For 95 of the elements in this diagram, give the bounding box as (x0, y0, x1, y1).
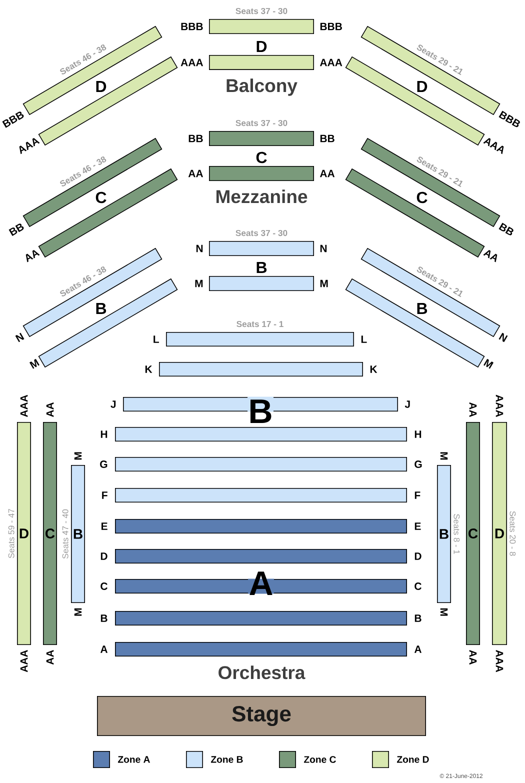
row-label: AA (46, 650, 54, 665)
row-label: A (414, 646, 422, 653)
row-label: AAA (320, 58, 342, 66)
seat-row: D (17, 422, 31, 645)
row-label: D (414, 552, 422, 560)
section-letter: B (256, 262, 267, 273)
row-label: AAA (180, 58, 203, 66)
row-label: BBB (181, 22, 203, 30)
row-label: D (100, 552, 108, 560)
row-label: M (320, 280, 328, 288)
row-label: G (100, 460, 108, 468)
row-label: C (414, 582, 422, 590)
row-label: M (30, 358, 40, 369)
section-letter: D (256, 40, 267, 52)
row-label: B (414, 614, 422, 622)
seat-range-label: Seats 37 - 30 (236, 8, 288, 14)
section-letter: A (248, 572, 274, 595)
row-label: M (74, 608, 82, 616)
row-label: J (110, 400, 116, 408)
row-label: AAA (20, 650, 28, 672)
legend-label: Zone B (210, 756, 243, 763)
stage-box: Stage (97, 696, 426, 736)
row-label: G (414, 460, 422, 468)
seat-row: B (71, 465, 85, 603)
row-label: AA (46, 402, 54, 418)
row-label: M (440, 452, 448, 460)
row-label: AAA (483, 138, 504, 154)
section-name: Mezzanine (216, 190, 308, 204)
legend-label: Zone A (118, 756, 150, 763)
seat-range-label: Seats 46 - 38 (60, 266, 106, 296)
seat-row: D (492, 422, 507, 645)
row-label: N (498, 332, 508, 342)
row-label: N (196, 244, 203, 252)
seat-range-label: Seats 17 - 1 (236, 320, 284, 328)
section-letter: C (256, 152, 267, 164)
section-name: Orchestra (218, 666, 306, 680)
row-label: L (154, 336, 159, 343)
row-label: J (404, 400, 410, 408)
section-letter: B (96, 302, 106, 314)
seat-range-label: Seats 59 - 47 (8, 508, 14, 558)
seat-row: C (466, 422, 480, 645)
row-label: H (100, 430, 108, 438)
row-label: H (414, 430, 422, 438)
row-label: B (100, 614, 108, 622)
legend-label: Zone C (304, 756, 336, 763)
row-label: AAA (20, 394, 28, 418)
row-label: BB (320, 134, 334, 142)
section-letter: C (96, 192, 106, 204)
row-label: AA (469, 402, 477, 417)
seat-range-label: Seats 47 - 40 (62, 509, 68, 559)
seat-range-label: Seats 37 - 30 (236, 120, 288, 126)
row-label: M (74, 452, 82, 460)
row-label: A (100, 646, 108, 653)
row-label: AAA (496, 394, 504, 417)
row-label: M (440, 608, 448, 616)
section-name: Balcony (226, 78, 298, 96)
row-label: AA (483, 250, 498, 262)
row-label: AA (320, 170, 335, 178)
seat-row: B (437, 465, 451, 603)
seat-range-label: Seats 46 - 38 (60, 156, 106, 186)
row-label: BB (8, 224, 24, 236)
row-label: BBB (498, 110, 520, 128)
section-letter: D (96, 80, 106, 92)
row-label: K (370, 366, 378, 373)
row-label: BB (188, 134, 203, 142)
row-label: AAA (19, 138, 40, 154)
section-letter: B (248, 396, 274, 423)
seat-row (159, 362, 363, 376)
section-letter: D (417, 80, 428, 92)
row-label: N (15, 332, 24, 342)
seat-range-label: Seats 8 - 1 (454, 514, 460, 554)
section-letter: C (416, 192, 428, 204)
section-letter: B (417, 302, 428, 314)
row-label: F (102, 492, 108, 499)
row-label: BBB (2, 112, 24, 128)
row-label: E (414, 522, 421, 530)
row-label: M (195, 280, 203, 288)
row-label: L (361, 336, 367, 343)
seat-range-label: Seats 46 - 38 (60, 44, 106, 74)
row-label: AA (26, 250, 40, 262)
row-label: C (100, 582, 108, 590)
row-label: F (414, 492, 420, 499)
seat-range-label: Seats 37 - 30 (236, 230, 288, 236)
row-label: BBB (320, 22, 342, 30)
row-label: M (484, 358, 494, 369)
row-label: K (145, 366, 152, 373)
seat-row: C (43, 422, 57, 645)
legend-label: Zone D (396, 756, 429, 763)
row-label: BB (498, 222, 514, 236)
seat-range-label: Seats 20 - 8 (510, 511, 516, 556)
row-label: AA (469, 650, 477, 665)
row-label: E (102, 522, 108, 530)
row-label: N (320, 244, 327, 252)
row-label: AAA (496, 650, 504, 672)
row-label: AA (188, 170, 203, 178)
